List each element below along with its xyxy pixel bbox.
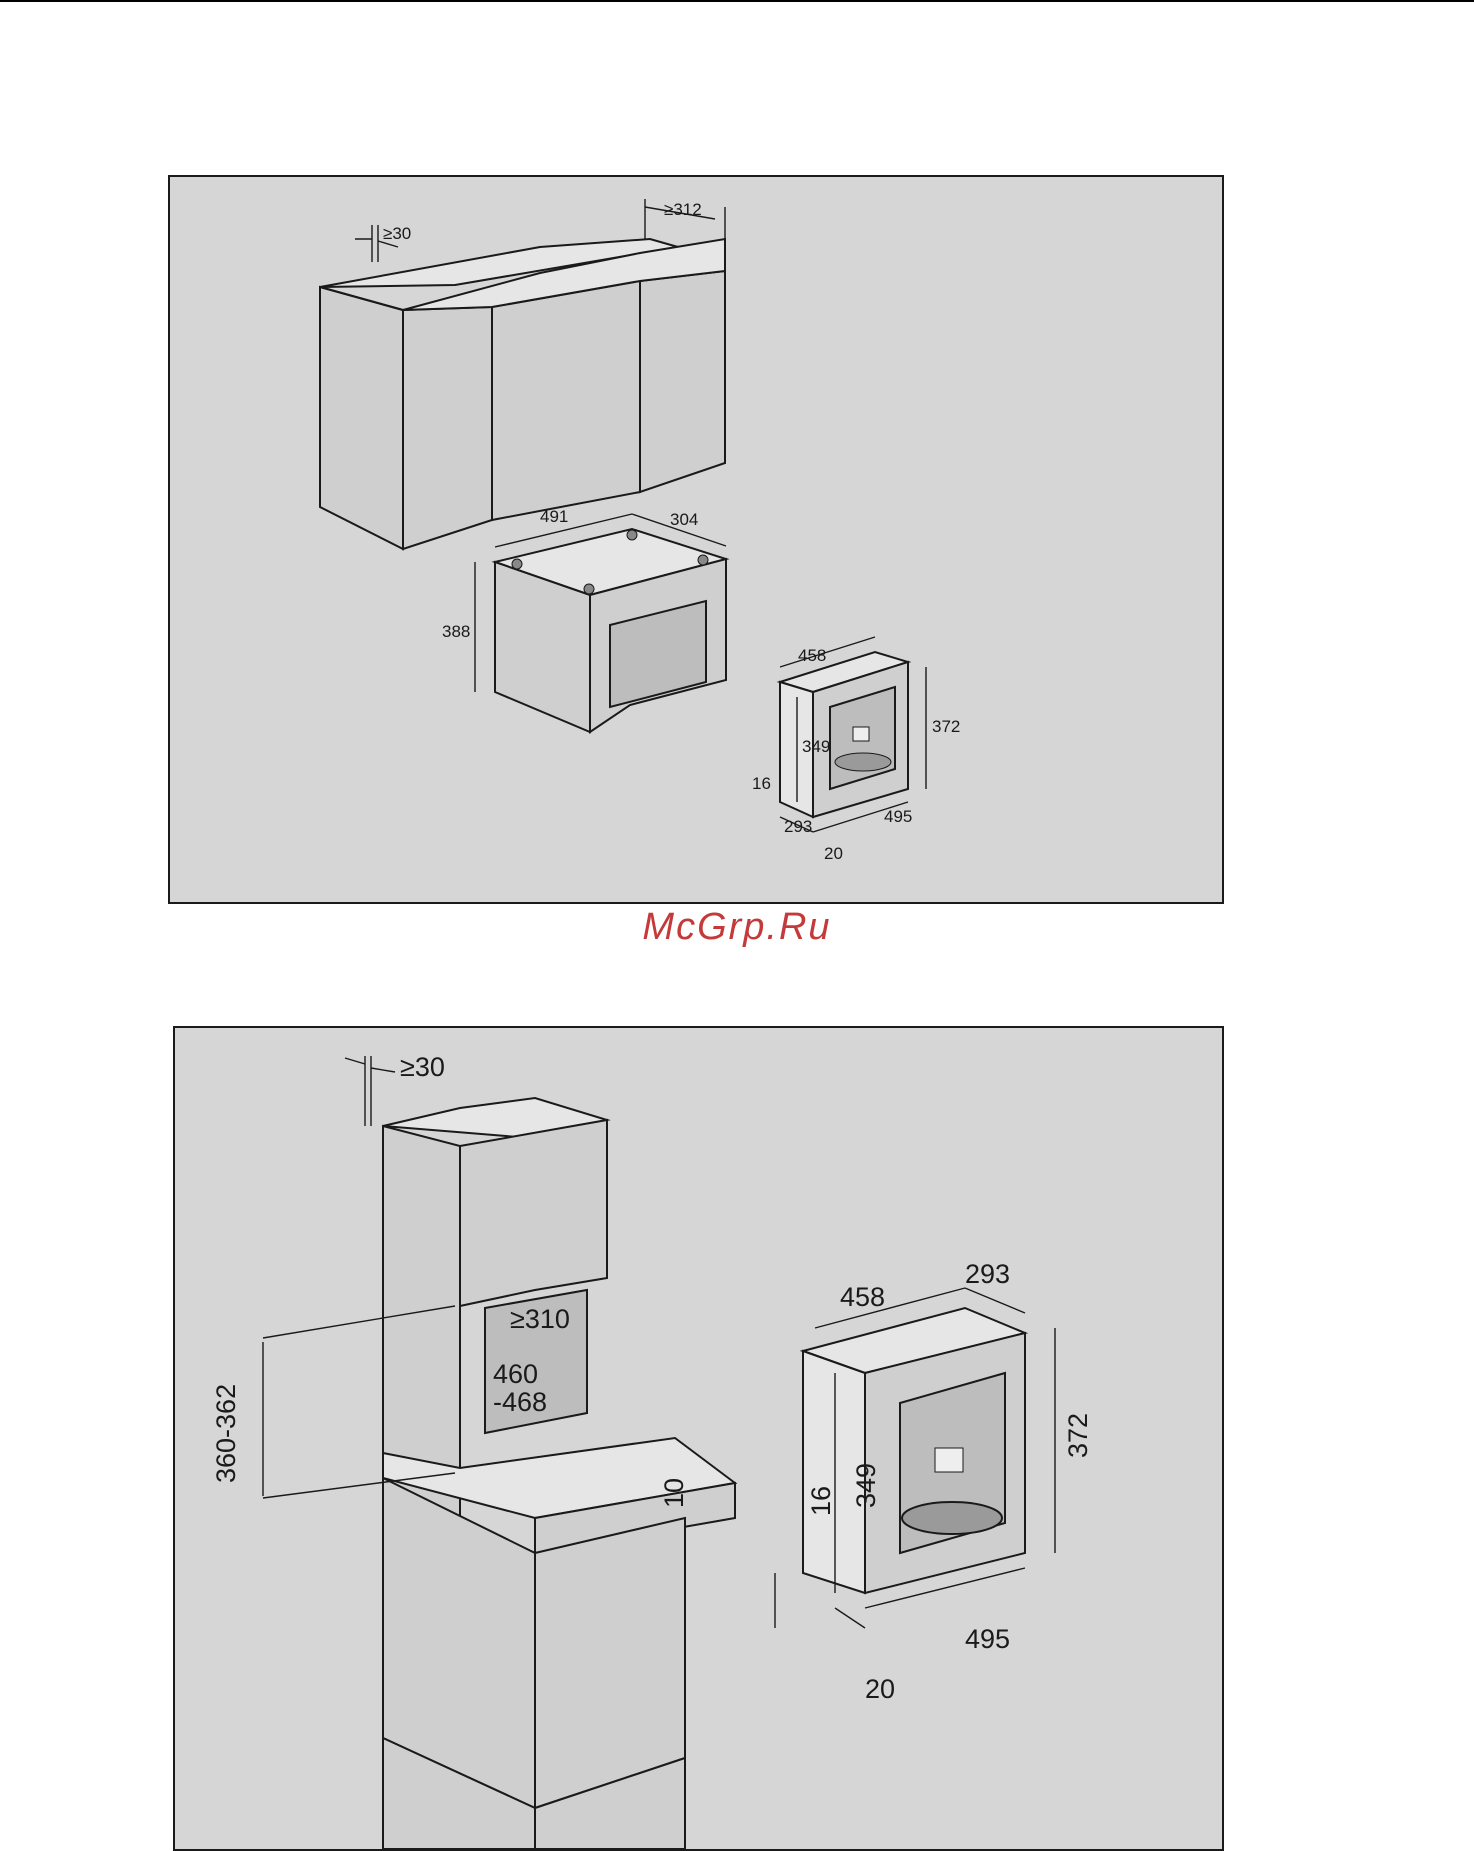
bottom-dim-front-width: 495 — [965, 1624, 1010, 1654]
top-diagram-panel: ≥30 ≥312 491 304 388 458 372 349 16 293 … — [168, 175, 1224, 904]
bottom-dim-niche-depth: ≥310 — [510, 1304, 570, 1334]
tall-cabinet — [383, 1098, 735, 1849]
top-dim-front-width: 495 — [884, 807, 912, 826]
coffee-machine-small — [780, 652, 908, 817]
top-dim-front-projection: 20 — [824, 844, 843, 863]
top-dim-cabinet-depth: ≥312 — [664, 200, 702, 219]
watermark: McGrp.Ru — [0, 906, 1474, 949]
bottom-dim-front-offset: 16 — [806, 1486, 836, 1516]
bottom-dim-machine-height-front: 372 — [1063, 1413, 1093, 1458]
top-dim-gap: ≥30 — [383, 224, 411, 243]
top-rule — [0, 0, 1474, 2]
bottom-dim-machine-width: 458 — [840, 1282, 885, 1312]
top-dim-machine-width: 458 — [798, 646, 826, 665]
bottom-dim-machine-height-inner: 349 — [851, 1463, 881, 1508]
top-dim-machine-height-front: 372 — [932, 717, 960, 736]
bottom-dim-niche-width-b: -468 — [493, 1387, 547, 1417]
wall-cabinet — [320, 239, 725, 549]
bottom-dim-niche-width-a: 460 — [493, 1359, 538, 1389]
bottom-dim-niche-height: 360-362 — [211, 1384, 241, 1483]
bottom-dim-machine-depth: 293 — [965, 1259, 1010, 1289]
top-dim-housing-width: 491 — [540, 507, 568, 526]
bottom-dim-front-projection: 20 — [865, 1674, 895, 1704]
top-diagram-drawing: ≥30 ≥312 491 304 388 458 372 349 16 293 … — [170, 177, 1222, 902]
coffee-machine-large — [803, 1308, 1025, 1593]
top-dim-front-offset: 16 — [752, 774, 771, 793]
bottom-dim-bottom-offset: 10 — [659, 1478, 689, 1508]
top-dim-machine-depth: 293 — [784, 817, 812, 836]
bottom-dim-gap: ≥30 — [400, 1052, 445, 1082]
top-dim-housing-depth: 304 — [670, 510, 698, 529]
top-dim-machine-height-inner: 349 — [802, 737, 830, 756]
top-dim-housing-height: 388 — [442, 622, 470, 641]
bottom-diagram-drawing: ≥30 ≥310 460 -468 360-362 458 293 372 34… — [175, 1028, 1222, 1849]
bottom-diagram-panel: ≥30 ≥310 460 -468 360-362 458 293 372 34… — [173, 1026, 1224, 1851]
housing-frame — [495, 529, 726, 732]
